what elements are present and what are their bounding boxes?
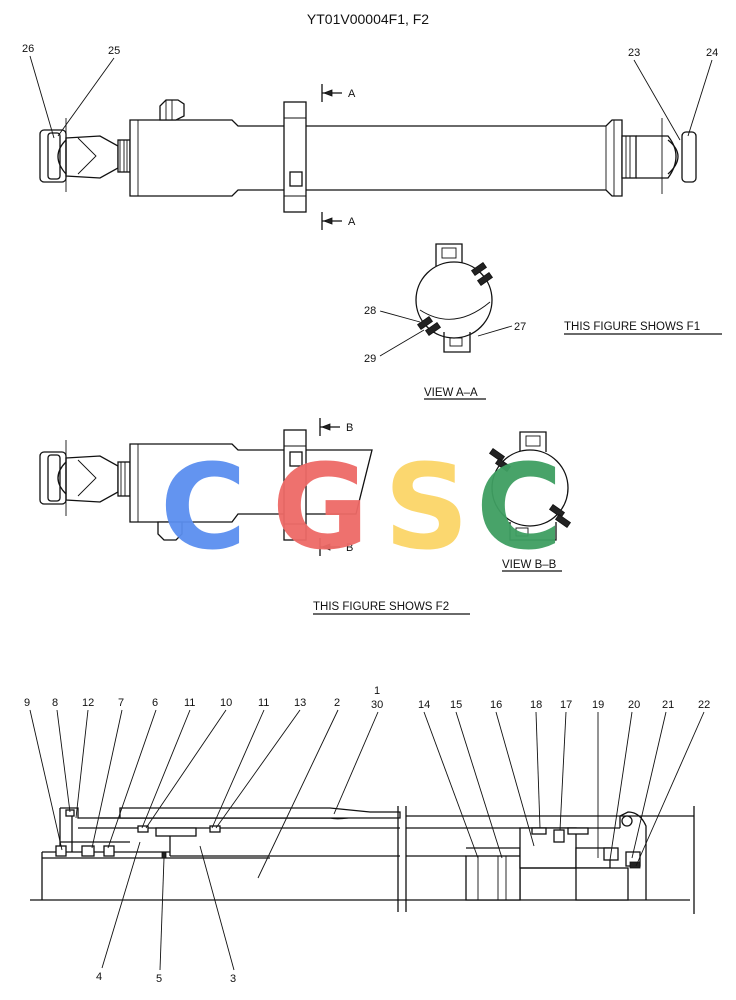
- callout-label: 10: [220, 697, 232, 709]
- callout-27: 27: [477, 321, 526, 337]
- callout-label: 22: [698, 699, 710, 711]
- callout-label: 15: [450, 699, 462, 711]
- callout-label: 5: [156, 973, 162, 985]
- callout-5: 5: [156, 857, 165, 985]
- callout-4: 4: [96, 841, 141, 983]
- callout-label: 7: [118, 697, 124, 709]
- callout-23: 23: [628, 47, 681, 141]
- marker-b-label: B: [346, 542, 353, 554]
- callout-label: 3: [230, 973, 236, 985]
- callout-label: 18: [530, 699, 542, 711]
- callout-20: 20: [609, 699, 640, 861]
- callout-14: 14: [418, 699, 479, 859]
- callout-label: 29: [364, 353, 376, 365]
- callout-label: 11: [258, 697, 269, 709]
- callout-2: 2: [257, 697, 340, 879]
- callout-label: 9: [24, 697, 30, 709]
- cylinder-f2-drawing: [39, 429, 373, 541]
- view-bb-drawing: [488, 431, 572, 541]
- view-aa-drawing: [415, 243, 494, 353]
- callout-30: 30: [333, 699, 383, 815]
- callout-16: 16: [490, 699, 535, 847]
- watermark-letter: C: [476, 438, 563, 576]
- caption-view-aa: VIEW A–A: [424, 387, 478, 399]
- callout-label: 11: [184, 697, 195, 709]
- section-marker-a-bottom: A: [321, 212, 356, 230]
- callout-label: 12: [82, 697, 94, 709]
- watermark-letter: S: [384, 438, 469, 576]
- callout-9: 9: [24, 697, 63, 851]
- callout-label: 20: [628, 699, 640, 711]
- callout-25: 25: [57, 45, 120, 137]
- callout-label: 28: [364, 305, 376, 317]
- callout-label: 30: [371, 699, 383, 711]
- watermark: C G S C: [160, 438, 563, 576]
- callout-12: 12: [75, 697, 94, 819]
- diagram-title: YT01V00004F1, F2: [307, 11, 429, 27]
- callout-label: 4: [96, 971, 102, 983]
- caption-shows-f1: THIS FIGURE SHOWS F1: [564, 321, 700, 333]
- callout-22: 22: [635, 699, 710, 867]
- callout-label: 14: [418, 699, 430, 711]
- caption-view-bb: VIEW B–B: [502, 559, 557, 571]
- callout-label: 17: [560, 699, 572, 711]
- callout-6: 6: [107, 697, 158, 849]
- cylinder-f1-drawing: [39, 99, 697, 213]
- callout-11-right: 11: [211, 697, 269, 829]
- callout-3: 3: [199, 845, 236, 985]
- callout-label: 27: [514, 321, 526, 333]
- callout-label: 24: [706, 47, 718, 59]
- section-detail-drawing: [30, 806, 695, 914]
- callout-label: 1: [374, 685, 380, 697]
- section-marker-b-top: B: [319, 418, 353, 436]
- watermark-letter: C: [160, 438, 247, 576]
- callout-24: 24: [687, 47, 718, 137]
- callout-label: 13: [294, 697, 306, 709]
- marker-b-label: B: [346, 422, 353, 434]
- callout-29: 29: [364, 329, 425, 365]
- callout-28: 28: [364, 305, 421, 323]
- callout-17: 17: [559, 699, 572, 831]
- callout-label: 25: [108, 45, 120, 57]
- callout-21: 21: [631, 699, 674, 859]
- marker-a-label: A: [348, 88, 356, 100]
- callout-18: 18: [530, 699, 542, 829]
- callout-label: 8: [52, 697, 58, 709]
- callout-label: 21: [662, 699, 674, 711]
- caption-shows-f2: THIS FIGURE SHOWS F2: [313, 601, 449, 613]
- callout-7: 7: [91, 697, 124, 849]
- callout-1: 1: [374, 685, 380, 697]
- callout-10: 10: [145, 697, 232, 829]
- callout-label: 16: [490, 699, 502, 711]
- section-marker-b-bottom: B: [319, 538, 353, 556]
- marker-a-label: A: [348, 216, 356, 228]
- callout-19: 19: [592, 699, 604, 858]
- callout-8: 8: [52, 697, 71, 813]
- callout-label: 2: [334, 697, 340, 709]
- callout-label: 6: [152, 697, 158, 709]
- callout-11-left: 11: [141, 697, 195, 829]
- callout-label: 26: [22, 43, 34, 55]
- callout-15: 15: [450, 699, 503, 859]
- callout-13: 13: [215, 697, 306, 829]
- watermark-letter: G: [272, 438, 369, 576]
- callout-label: 23: [628, 47, 640, 59]
- callout-26: 26: [22, 43, 55, 139]
- callout-label: 19: [592, 699, 604, 711]
- section-marker-a-top: A: [321, 84, 356, 102]
